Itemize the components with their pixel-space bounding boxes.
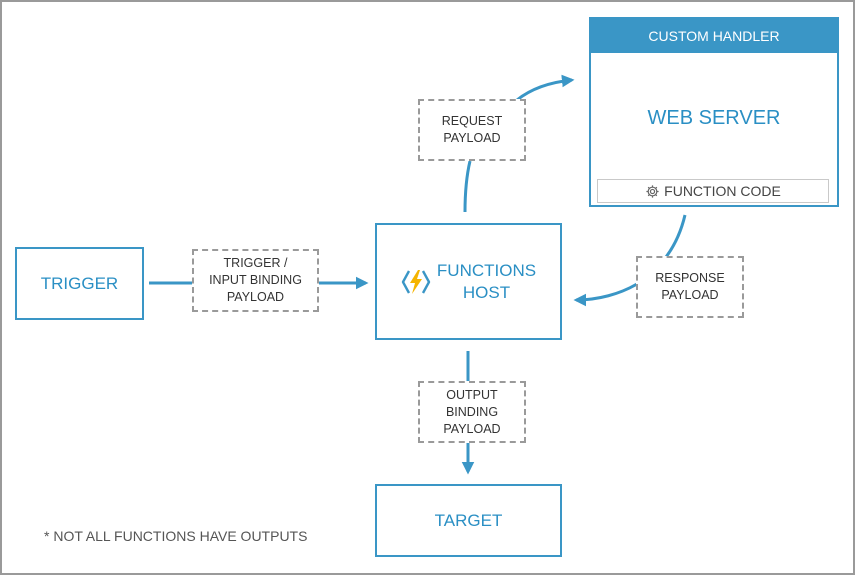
output-binding-payload: OUTPUT BINDING PAYLOAD: [418, 381, 526, 443]
functions-host-label-line1: FUNCTIONS: [436, 260, 537, 280]
payload-line: OUTPUT: [446, 387, 498, 402]
function-code-box: FUNCTION CODE: [597, 179, 829, 203]
custom-handler-node: CUSTOM HANDLER WEB SERVER FUNCTION CODE: [589, 17, 839, 207]
response-payload: RESPONSE PAYLOAD: [636, 256, 744, 318]
footnote: * NOT ALL FUNCTIONS HAVE OUTPUTS: [44, 528, 308, 544]
target-label: TARGET: [434, 510, 503, 530]
custom-handler-header: CUSTOM HANDLER: [591, 19, 837, 53]
gear-icon: [646, 184, 659, 198]
payload-line: BINDING: [445, 404, 499, 419]
webserver-to-response-connector: [664, 214, 687, 258]
function-code-label: FUNCTION CODE: [664, 183, 781, 199]
payload-line: RESPONSE: [655, 271, 725, 285]
payload-line: PAYLOAD: [226, 290, 285, 304]
trigger-node: TRIGGER: [15, 247, 144, 320]
azure-functions-bolt-icon: [401, 269, 431, 294]
request-payload: REQUEST PAYLOAD: [418, 99, 526, 161]
payload-line: PAYLOAD: [661, 288, 719, 302]
trigger-label: TRIGGER: [40, 273, 119, 293]
response-to-host-arrow: [573, 282, 638, 307]
trigger-input-payload: TRIGGER / INPUT BINDING PAYLOAD: [192, 249, 319, 312]
request-to-webserver-arrow: [516, 74, 575, 102]
payload-line: TRIGGER /: [223, 256, 288, 270]
payload-line: INPUT BINDING: [209, 273, 302, 287]
functions-host-label-line2: HOST: [462, 282, 511, 302]
custom-handler-header-label: CUSTOM HANDLER: [648, 28, 780, 44]
target-node: TARGET: [375, 484, 562, 557]
functions-host-node: FUNCTIONS HOST: [375, 223, 562, 340]
payload-line: PAYLOAD: [443, 131, 501, 145]
payload-line: REQUEST: [441, 114, 503, 128]
web-server-label: WEB SERVER: [647, 107, 781, 129]
host-to-request-connector: [463, 160, 472, 213]
payload-line: PAYLOAD: [443, 421, 501, 436]
